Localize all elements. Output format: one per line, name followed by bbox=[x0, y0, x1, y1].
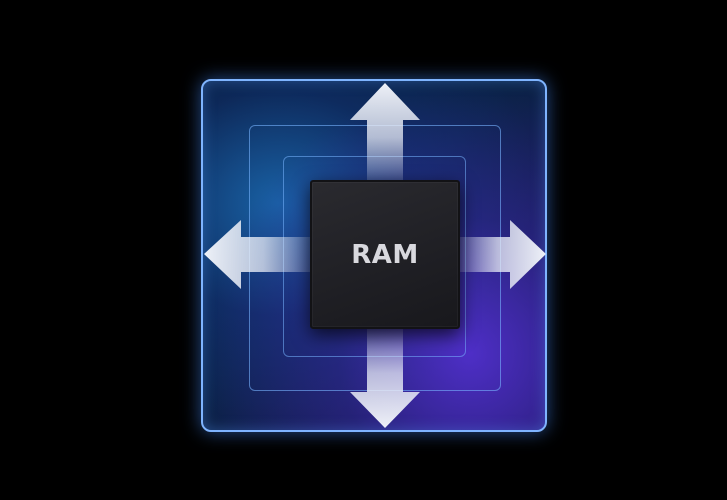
arrow-up-icon bbox=[350, 83, 420, 182]
arrow-down-icon bbox=[350, 328, 420, 428]
arrow-left-icon bbox=[204, 220, 312, 289]
ram-chip: RAM bbox=[310, 180, 460, 329]
ram-chip-label: RAM bbox=[351, 239, 419, 270]
arrow-right-icon bbox=[458, 220, 546, 289]
